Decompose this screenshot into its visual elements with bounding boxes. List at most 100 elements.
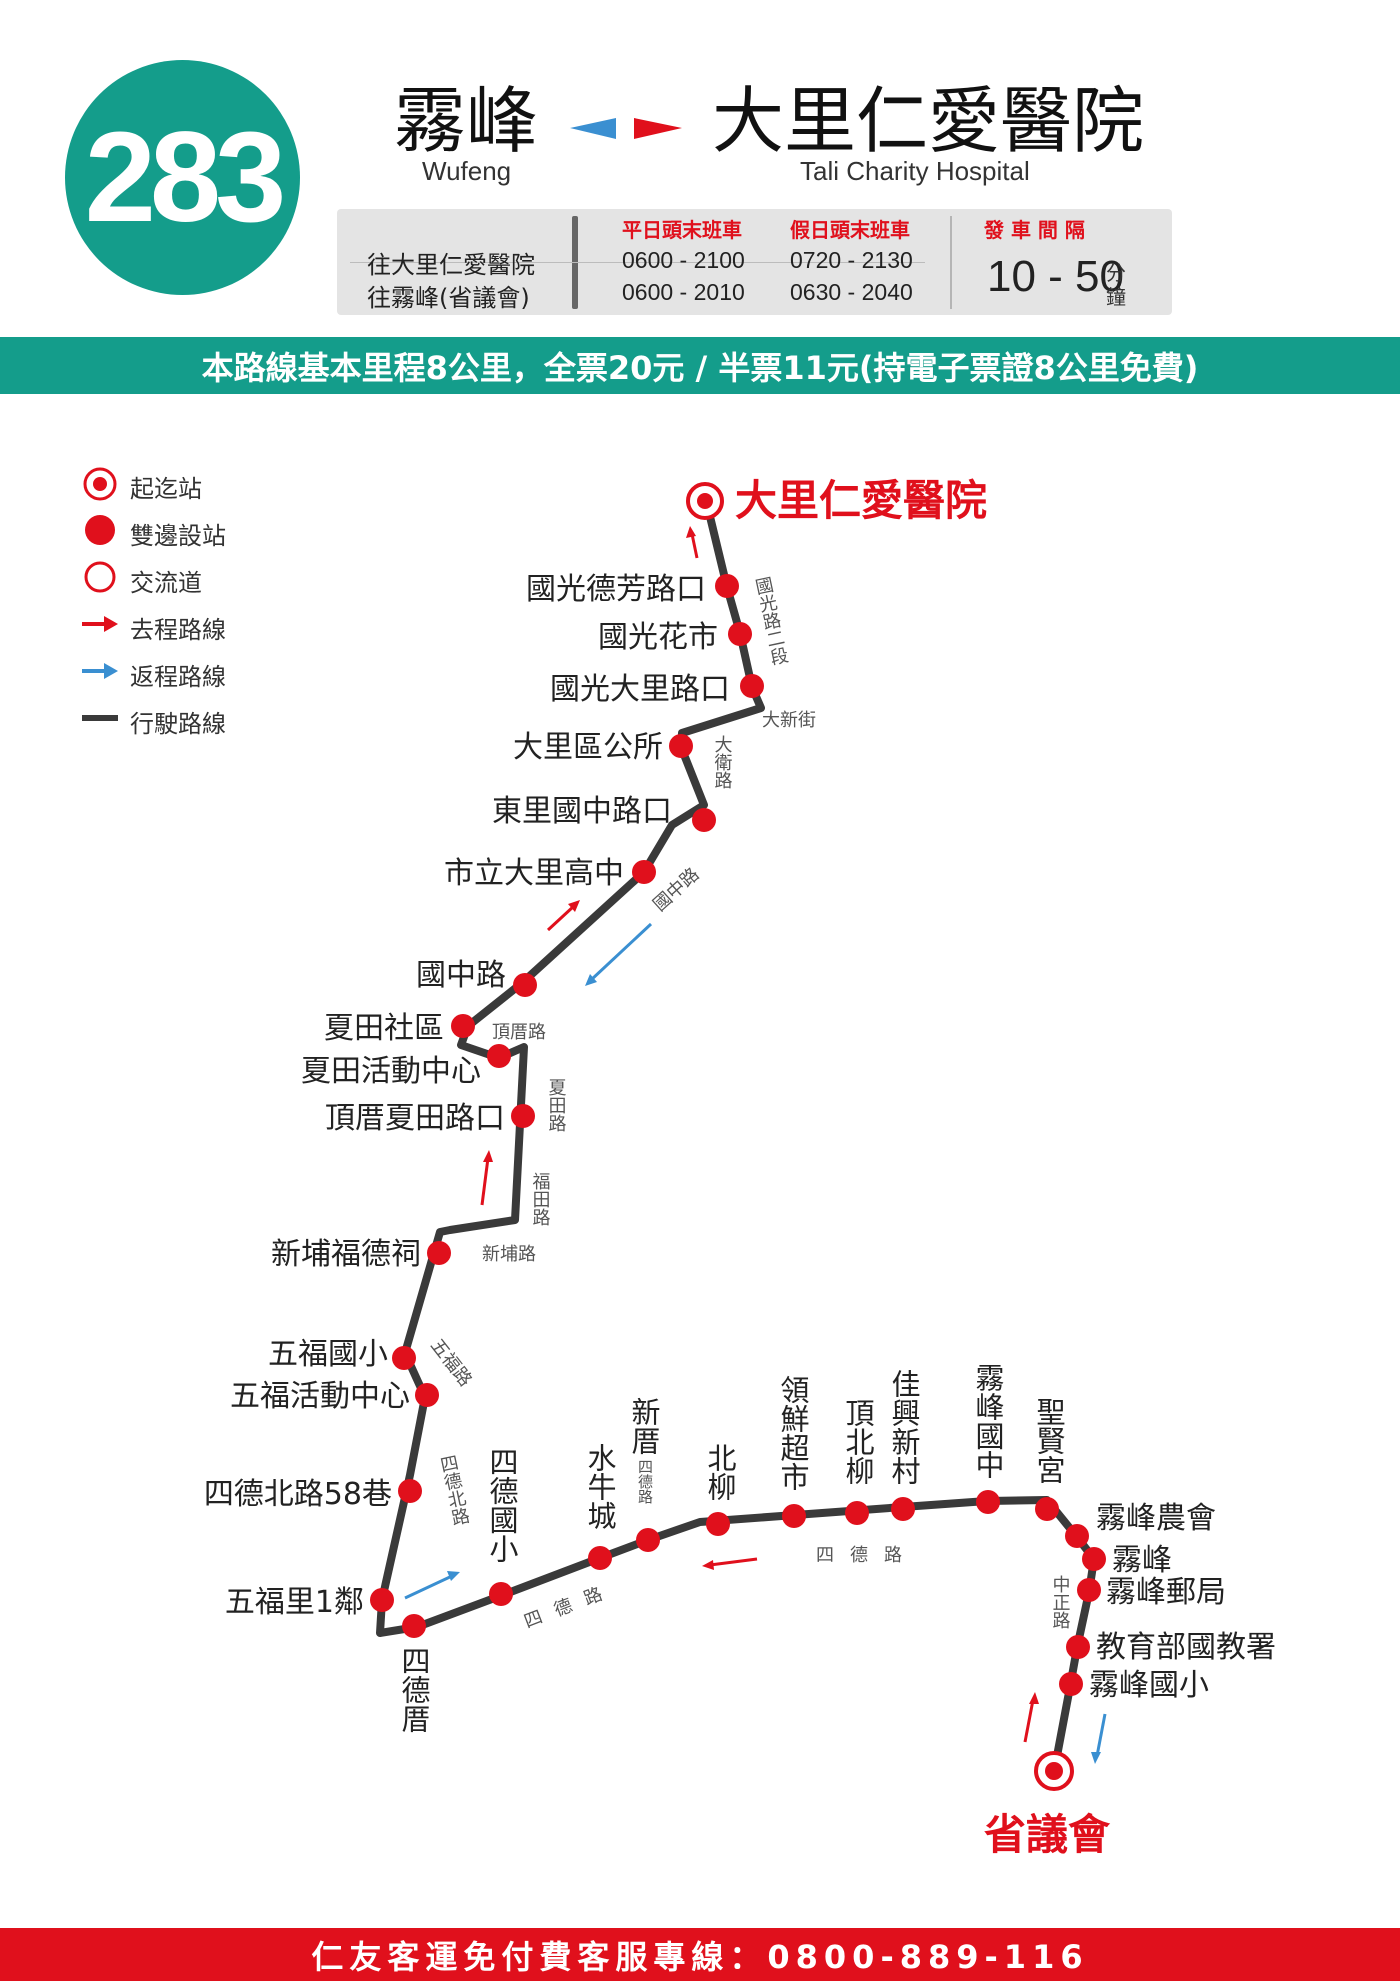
road-label-vertical: 中正路: [1050, 1575, 1071, 1629]
stop-label: 大里區公所: [513, 730, 663, 765]
interval-header: 發 車 間 隔: [984, 218, 1085, 242]
outbound-arrow-side: [702, 1557, 758, 1570]
schedule-direction-2: 往霧峰(省議會): [367, 284, 530, 312]
destination-name: 大里仁愛醫院: [712, 79, 1145, 163]
origin-name-en: Wufeng: [422, 156, 512, 186]
return-arrow-wufu: [404, 1571, 460, 1600]
legend-label-outbound: 去程路線: [130, 616, 226, 644]
schedule-row-rule: [350, 262, 925, 263]
interchange-icon: [84, 561, 116, 593]
schedule-divider-right: [950, 216, 952, 309]
outbound-arrow-icon: [82, 616, 118, 632]
road-label: 國中路: [649, 864, 703, 916]
stop-label: 夏田活動中心: [301, 1054, 481, 1089]
interval-unit-1: 分: [1106, 261, 1126, 285]
stop-icon: [85, 515, 115, 545]
outbound-direction-icon: [634, 118, 682, 139]
return-arrow-south: [1091, 1713, 1107, 1764]
stop-label-vertical: 聖賢宮: [1032, 1397, 1066, 1484]
legend-label-stop: 雙邊設站: [130, 522, 226, 550]
legend-label-terminal: 起迄站: [130, 475, 202, 503]
stop-label: 四德北路58巷: [204, 1477, 392, 1512]
stop-label: 霧峰郵局: [1106, 1575, 1226, 1610]
stop-label: 東里國中路口: [492, 794, 672, 829]
legend-icons: [82, 467, 118, 721]
stop-label-vertical: 領鮮超市: [776, 1375, 810, 1491]
stop-dots: [370, 574, 1106, 1696]
stop-label-vertical: 頂北柳: [841, 1398, 875, 1485]
stop-dot: [588, 1546, 612, 1570]
stop-dot: [692, 808, 716, 832]
terminal-north-label: 大里仁愛醫院: [735, 476, 987, 525]
legend-label-interchange: 交流道: [130, 569, 202, 597]
outbound-arrow-guozhong: [546, 900, 580, 932]
interval-unit-2: 鐘: [1106, 285, 1126, 309]
holiday-header: 假日頭末班車: [790, 218, 910, 242]
route-line: [376, 496, 1098, 1776]
stop-dot: [891, 1497, 915, 1521]
road-label-vertical: 四德路: [636, 1459, 654, 1504]
schedule-direction-1: 往大里仁愛醫院: [367, 251, 535, 279]
weekday-header: 平日頭末班車: [622, 218, 742, 242]
schedule-holiday-2: 0630 - 2040: [790, 279, 913, 305]
terminal-south-marker: [1034, 1751, 1074, 1791]
road-label-vertical: 四德北路: [436, 1453, 472, 1528]
road-label: 五福路: [426, 1335, 476, 1390]
stop-dot: [370, 1588, 394, 1612]
stop-label: 夏田社區: [324, 1011, 444, 1046]
stop-label: 教育部國教署: [1096, 1630, 1276, 1665]
stop-dot: [976, 1490, 1000, 1514]
stop-dot: [1077, 1578, 1101, 1602]
road-label: 新埔路: [482, 1244, 536, 1265]
stop-dot: [740, 674, 764, 698]
stop-label: 五福活動中心: [230, 1379, 410, 1414]
terminal-icon: [83, 467, 117, 501]
schedule-holiday-1: 0720 - 2130: [790, 247, 913, 273]
stop-label-vertical: 佳興新村: [887, 1369, 921, 1485]
stop-dot: [489, 1582, 513, 1606]
stop-dot: [1059, 1672, 1083, 1696]
road-label: 四德路: [521, 1579, 618, 1633]
stop-dot: [715, 574, 739, 598]
stop-label-vertical: 四德國小: [485, 1447, 519, 1563]
stop-label: 霧峰: [1112, 1543, 1172, 1578]
stop-dot: [513, 973, 537, 997]
stop-dot: [845, 1501, 869, 1525]
stop-dot: [782, 1504, 806, 1528]
stop-label: 五福里1鄰: [225, 1585, 364, 1620]
stop-label-vertical: 新厝: [627, 1397, 661, 1455]
stop-label-vertical: 霧峰國中: [971, 1363, 1005, 1479]
outbound-arrow-futian: [480, 1150, 493, 1206]
road-label-vertical: 大衛路: [712, 735, 733, 789]
road-label-vertical: 夏田路: [546, 1078, 567, 1132]
road-label: 大新街: [762, 710, 816, 731]
stop-label-vertical: 北柳: [703, 1443, 737, 1501]
stop-dot: [487, 1044, 511, 1068]
stop-dot: [636, 1528, 660, 1552]
stop-label: 五福國小: [268, 1337, 388, 1372]
schedule-weekday-1: 0600 - 2100: [622, 247, 745, 273]
stop-dot: [427, 1241, 451, 1265]
outbound-arrow-south: [1023, 1692, 1039, 1743]
schedule-weekday-2: 0600 - 2010: [622, 279, 745, 305]
return-arrow-guozhong: [585, 922, 653, 986]
fare-banner: 本路線基本里程8公里，全票20元 / 半票11元(持電子票證8公里免費): [0, 337, 1400, 394]
stop-label: 國中路: [416, 958, 506, 993]
stop-dot: [632, 860, 656, 884]
stop-label: 市立大里高中: [444, 856, 624, 891]
stop-dot: [1082, 1547, 1106, 1571]
stop-dot: [402, 1614, 426, 1638]
stop-dot: [669, 734, 693, 758]
stop-label-vertical: 四德厝: [397, 1646, 431, 1733]
road-label: 四德路: [816, 1545, 918, 1566]
road-label-vertical: 福田路: [530, 1172, 551, 1226]
stop-label: 頂厝夏田路口: [325, 1101, 505, 1136]
stop-dot: [398, 1479, 422, 1503]
legend-label-route: 行駛路線: [130, 710, 226, 738]
terminal-south-label: 省議會: [984, 1810, 1111, 1859]
stop-label: 國光花市: [598, 620, 718, 655]
outbound-arrow-north: [686, 526, 699, 559]
terminal-north-marker: [686, 482, 724, 520]
stop-dot: [451, 1014, 475, 1038]
